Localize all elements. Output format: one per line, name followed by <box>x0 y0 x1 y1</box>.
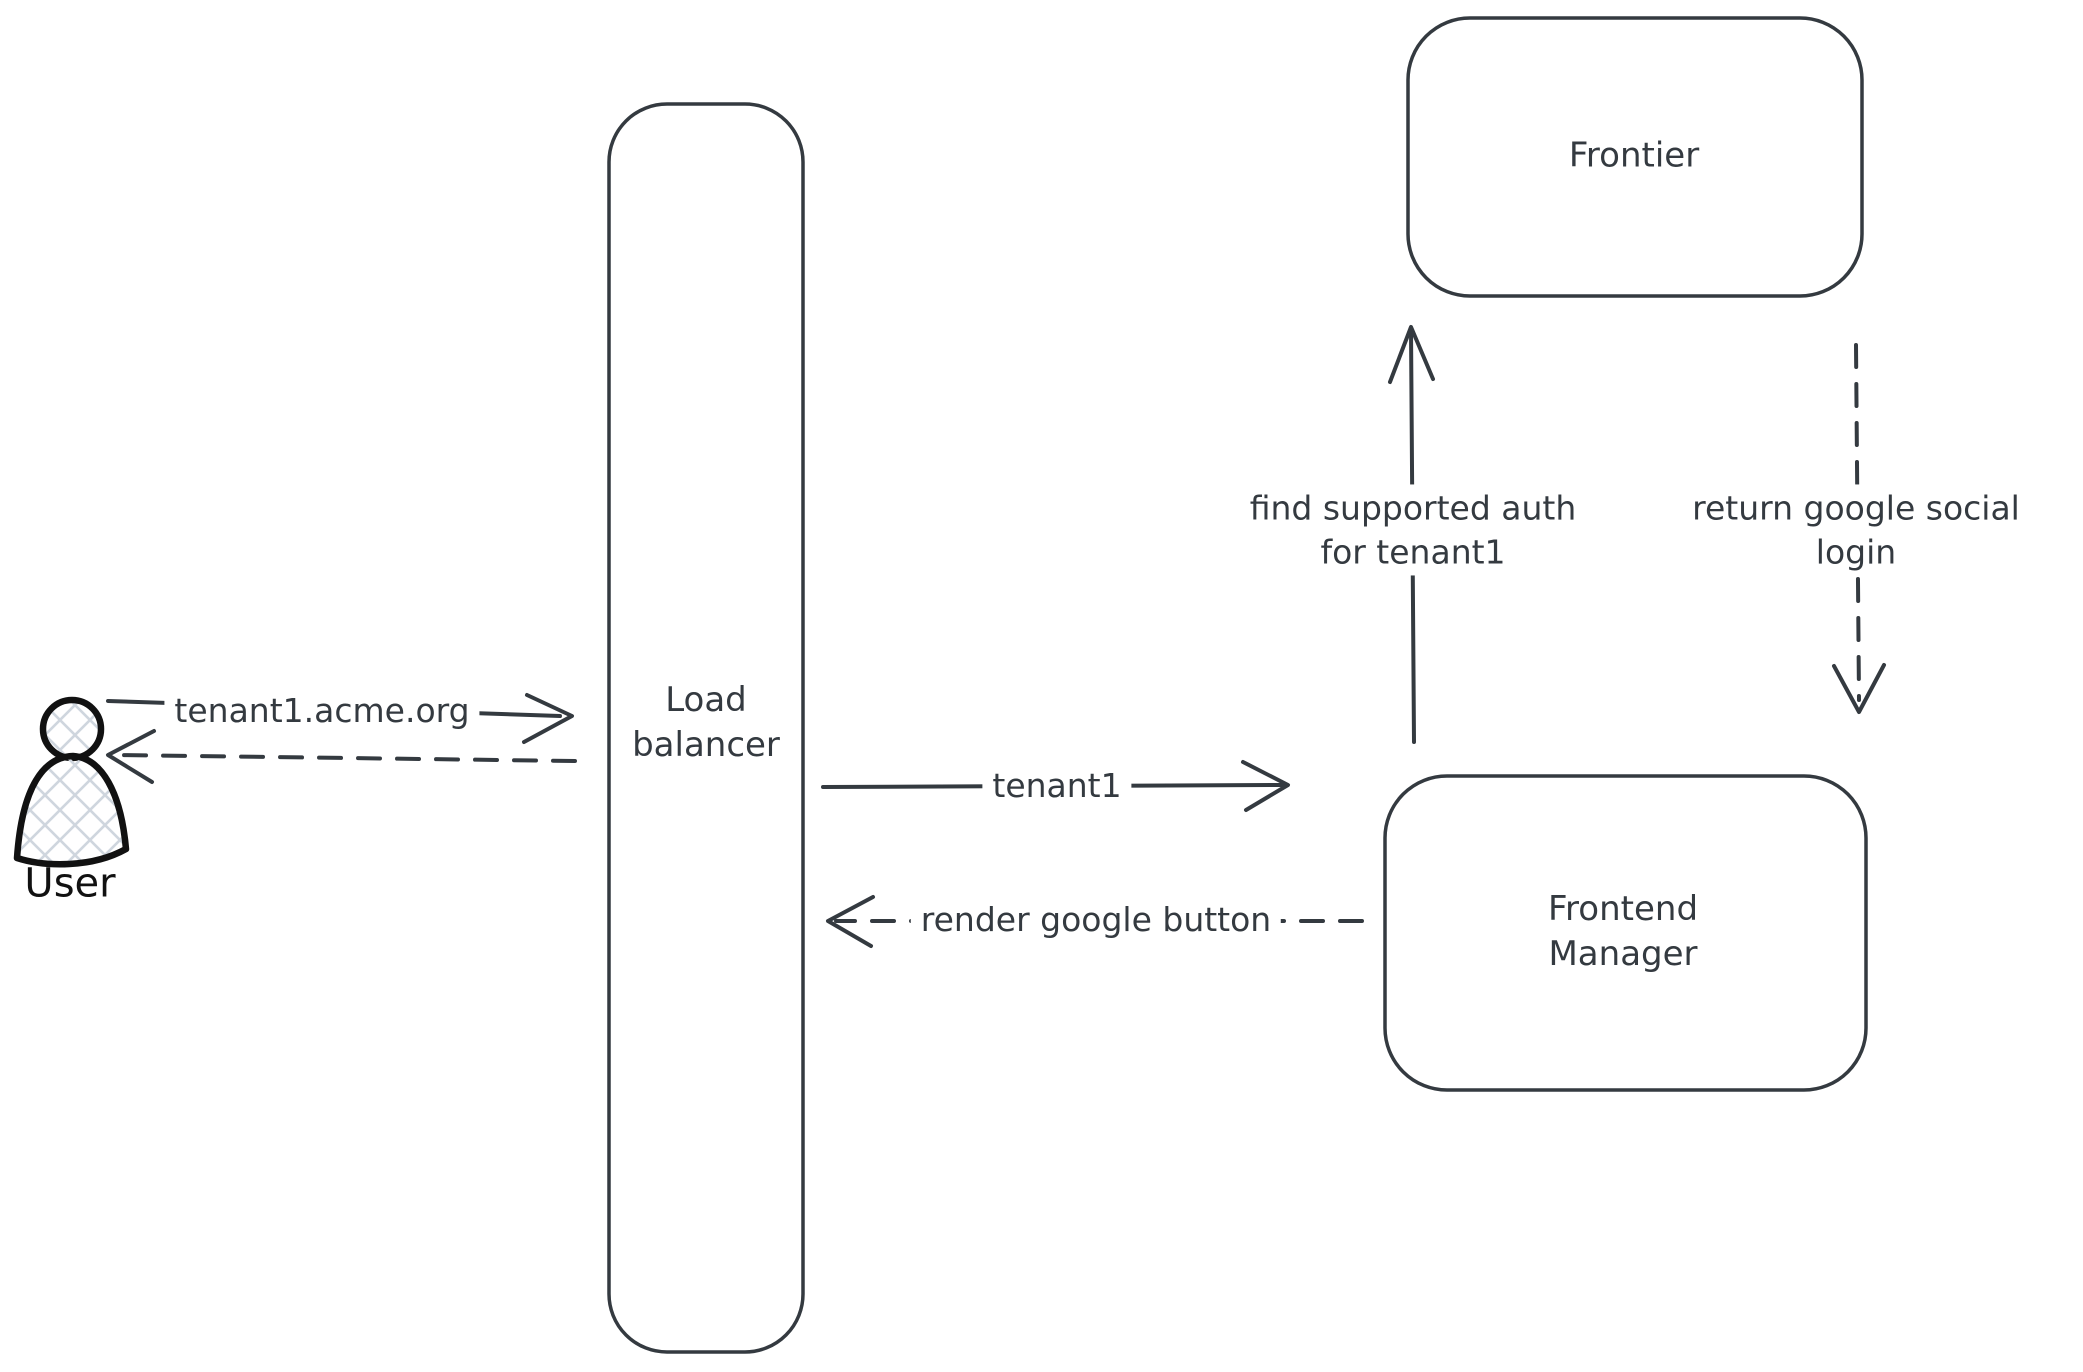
node-frontend-manager[interactable] <box>1383 774 1868 1092</box>
node-load-balancer[interactable] <box>607 102 805 1354</box>
edge-label-find-supported-auth: find supported auth for tenant1 <box>1239 484 1587 576</box>
edge-label-return-google-social-login: return google social login <box>1682 484 2030 576</box>
edge-label-tenant1-acme-org: tenant1.acme.org <box>164 687 480 735</box>
frontier-label: Frontier <box>1568 135 1700 176</box>
user-label: User <box>24 860 116 907</box>
frontend-manager-label: Frontend Manager <box>1547 889 1699 974</box>
user-icon[interactable] <box>13 696 130 868</box>
load-balancer-label: Load balancer <box>632 680 780 765</box>
arrow-response-to-user[interactable] <box>106 729 577 784</box>
edge-label-tenant1: tenant1 <box>982 762 1132 810</box>
edge-label-render-google-button: render google button <box>910 896 1282 944</box>
node-frontier[interactable] <box>1406 16 1864 298</box>
